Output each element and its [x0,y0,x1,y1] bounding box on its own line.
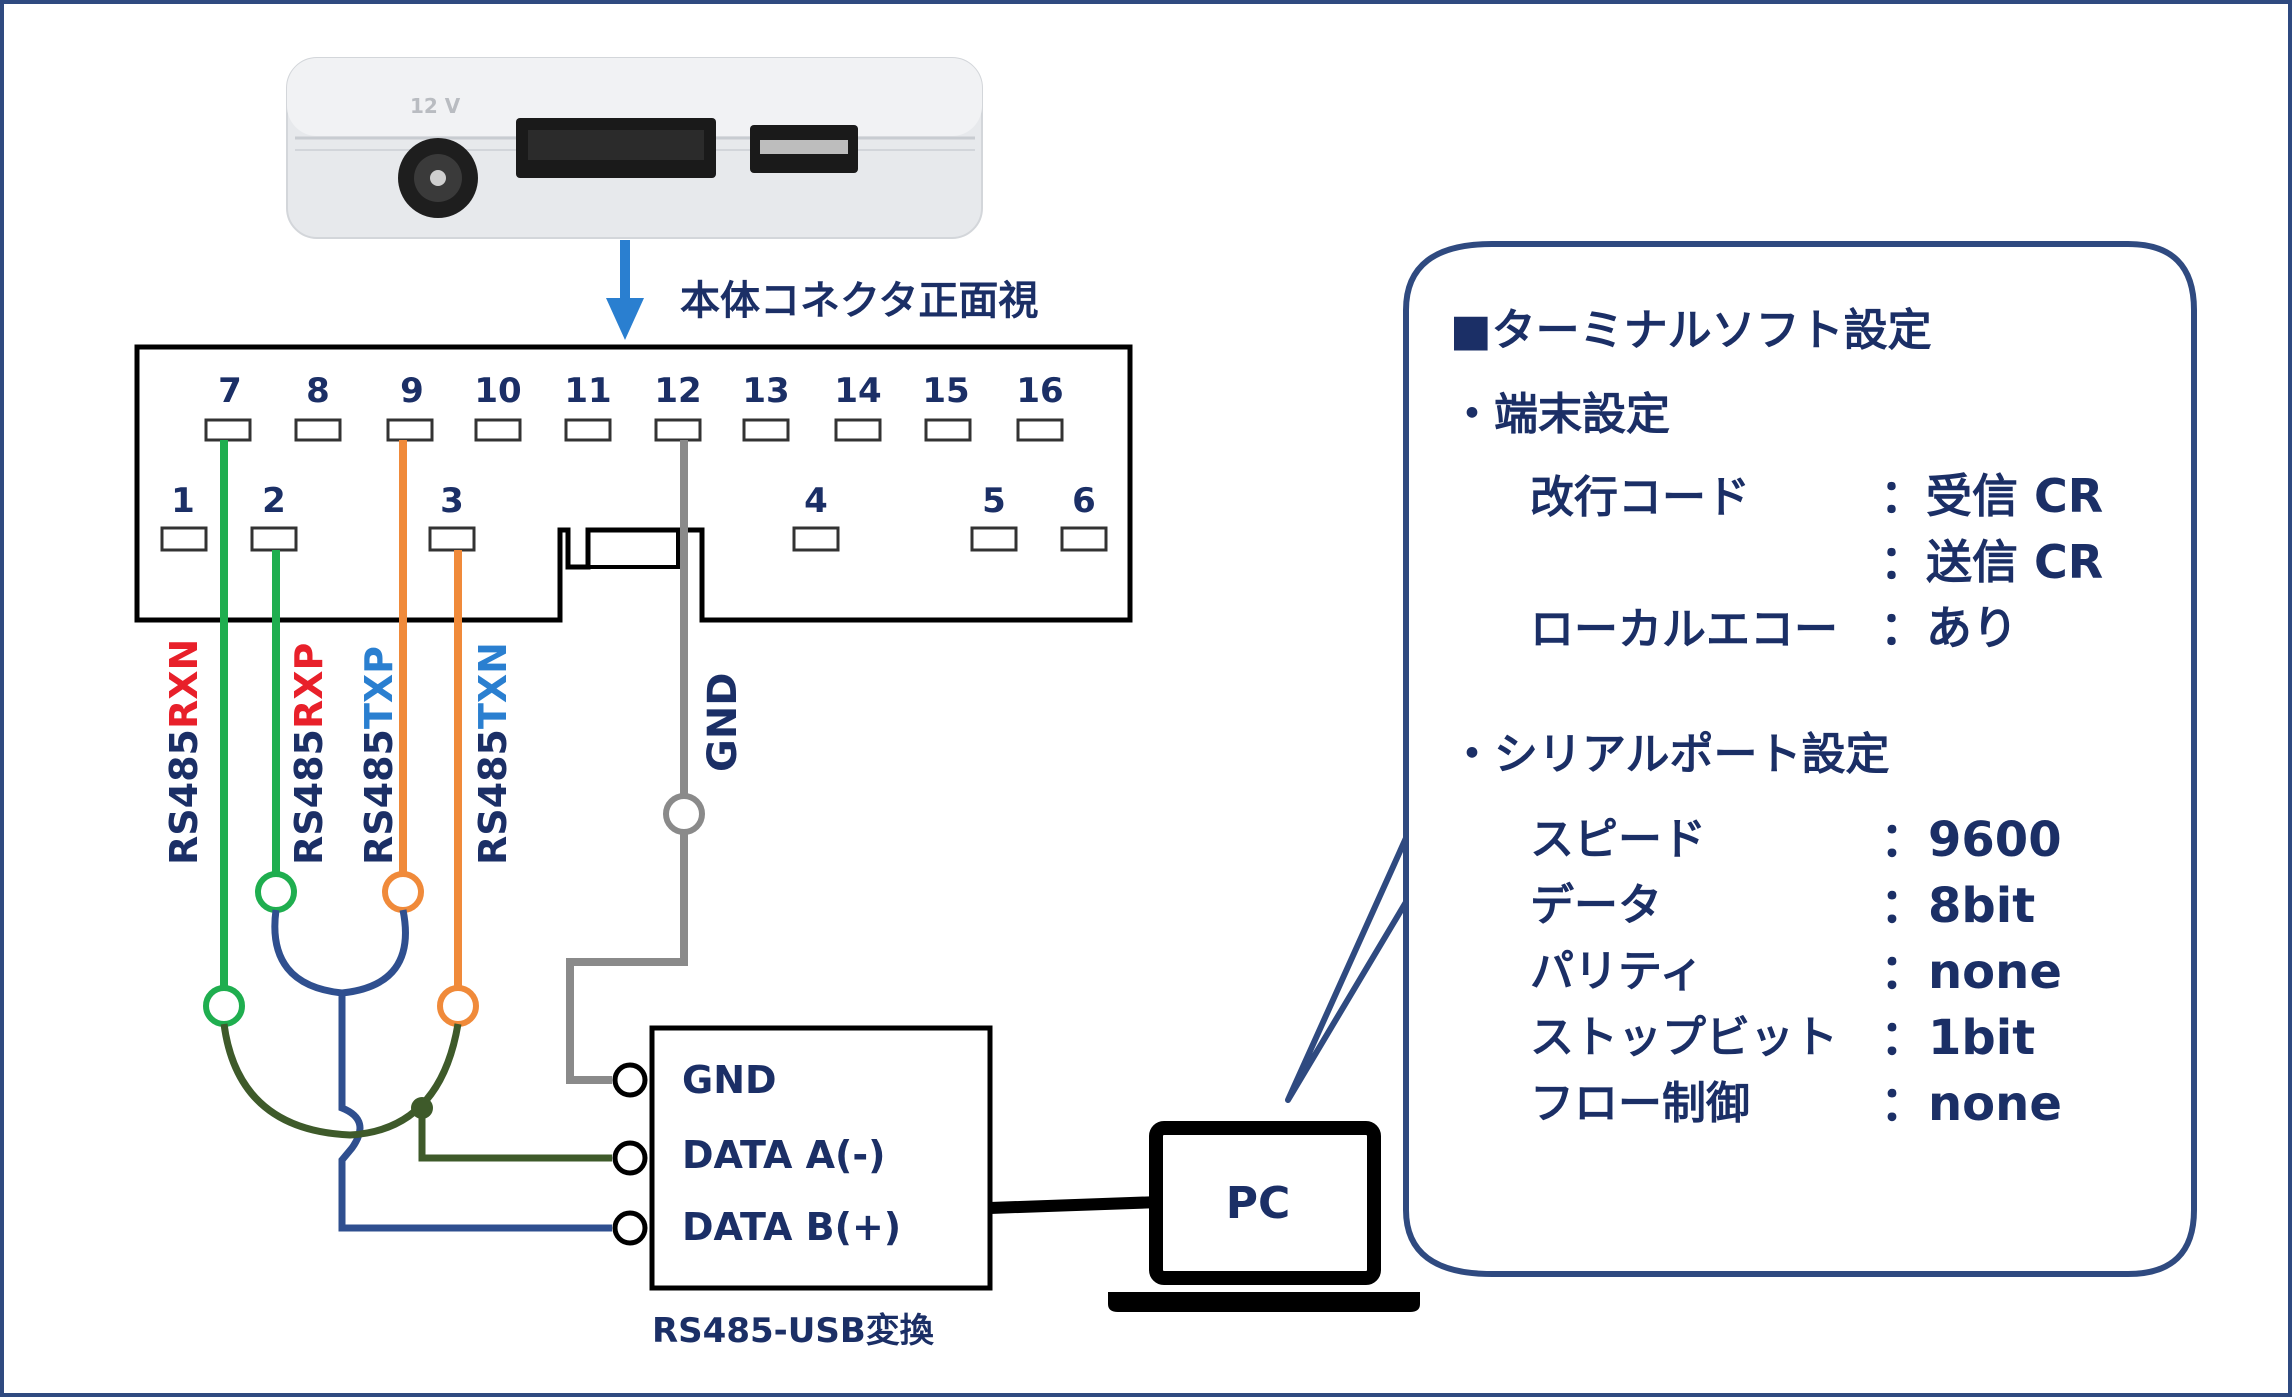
settings-value: ：1bit [1880,1010,2036,1066]
pin-number: 8 [306,371,330,411]
pin-number: 10 [474,371,521,411]
settings-label: 改行コード [1530,472,1750,523]
connector-outline [134,344,1133,623]
serial-settings-list: スピード ：9600 データ ：8bit パリティ ：none ストップビット … [1530,802,2150,1132]
settings-panel: ■ターミナルソフト設定 ・端末設定 改行コード ：受信 CR ：送信 CR ロー… [1450,300,2150,1132]
settings-label: データ [1530,880,1662,931]
data-a-wire [220,1023,612,1162]
settings-callout [1285,241,2197,1277]
pin-number: 15 [922,371,969,411]
settings-value: ：送信 CR [1880,535,2104,589]
power-port-label: 12 V [410,94,461,118]
pin-number: 6 [1072,481,1096,521]
txn-label: RS485TXN [471,642,515,865]
settings-value: ：9600 [1880,812,2062,868]
pin-number: 9 [400,371,424,411]
terminal-gnd-label: GND [682,1058,777,1102]
top-pin-pads [204,418,1064,442]
usb-cable [989,1196,1161,1214]
bottom-pin-pads [160,526,1108,552]
pin-number: 5 [982,481,1006,521]
gnd-label: GND [700,672,746,772]
rs485-usb-converter [649,1025,993,1291]
converter-caption: RS485-USB変換 [652,1311,935,1351]
rxp-wire-end [255,871,297,913]
settings-row: ：送信 CR [1530,526,2150,592]
settings-value: ：none [1880,944,2062,1000]
settings-label: ストップビット [1530,1012,1838,1063]
connector-port-icon [516,118,716,178]
rxp-label: RS485RXP [287,643,331,865]
device-unit: 12 V [286,57,983,239]
txp-label: RS485TXP [357,646,401,865]
settings-value: ：あり [1880,601,2018,655]
pin-number: 7 [218,371,242,411]
usb-port-icon [750,125,858,173]
settings-value: ：none [1880,1076,2062,1132]
settings-row: データ ：8bit [1530,868,2150,934]
txp-wire-end [382,871,424,913]
terminal-data-b-label: DATA B(+) [682,1205,901,1249]
settings-row: フロー制御 ：none [1530,1066,2150,1132]
top-pin-numbers: 7 8 9 10 11 12 13 14 15 16 [218,371,1064,411]
terminal-settings-heading: ・端末設定 [1450,389,1670,440]
pin-number: 11 [564,371,611,411]
pin-number: 16 [1016,371,1063,411]
terminal-settings-list: 改行コード ：受信 CR ：送信 CR ローカルエコー ：あり [1530,460,2150,658]
pc-label: PC [1226,1178,1291,1229]
bottom-pin-numbers: 1 2 3 4 5 6 [171,481,1096,521]
settings-title: ■ターミナルソフト設定 [1450,305,1932,356]
rxn-wire-end [203,985,245,1027]
settings-value: ：受信 CR [1880,469,2104,523]
pin-number: 4 [804,481,828,521]
settings-row: ストップビット ：1bit [1530,1000,2150,1066]
pin-number: 13 [742,371,789,411]
converter-terminals [612,1062,648,1246]
terminal-data-a-label: DATA A(-) [682,1133,886,1177]
settings-row: パリティ ：none [1530,934,2150,1000]
serial-settings-heading: ・シリアルポート設定 [1450,729,1890,780]
settings-value: ：8bit [1880,878,2036,934]
junction-dot [411,1097,433,1119]
data-b-wire [271,909,612,1232]
pin-number: 12 [654,371,701,411]
power-jack-icon [398,138,478,218]
settings-label: スピード [1530,814,1706,865]
settings-row: スピード ：9600 [1530,802,2150,868]
txn-wire-end [437,985,479,1027]
settings-label: ローカルエコー [1530,604,1838,655]
rxn-label: RS485RXN [162,639,206,865]
pin-number: 2 [262,481,286,521]
settings-label: パリティ [1530,946,1704,997]
pc-laptop-icon [1108,1121,1420,1312]
gnd-wire-end [663,793,705,835]
settings-label: フロー制御 [1530,1078,1750,1129]
gnd-wire [566,440,688,1084]
pin-number: 14 [834,371,881,411]
settings-row: ローカルエコー ：あり [1530,592,2150,658]
settings-row: 改行コード ：受信 CR [1530,460,2150,526]
pin-number: 3 [440,481,464,521]
down-arrow-icon [606,240,644,340]
connector-view-caption: 本体コネクタ正面視 [680,278,1038,324]
pin-number: 1 [171,481,195,521]
